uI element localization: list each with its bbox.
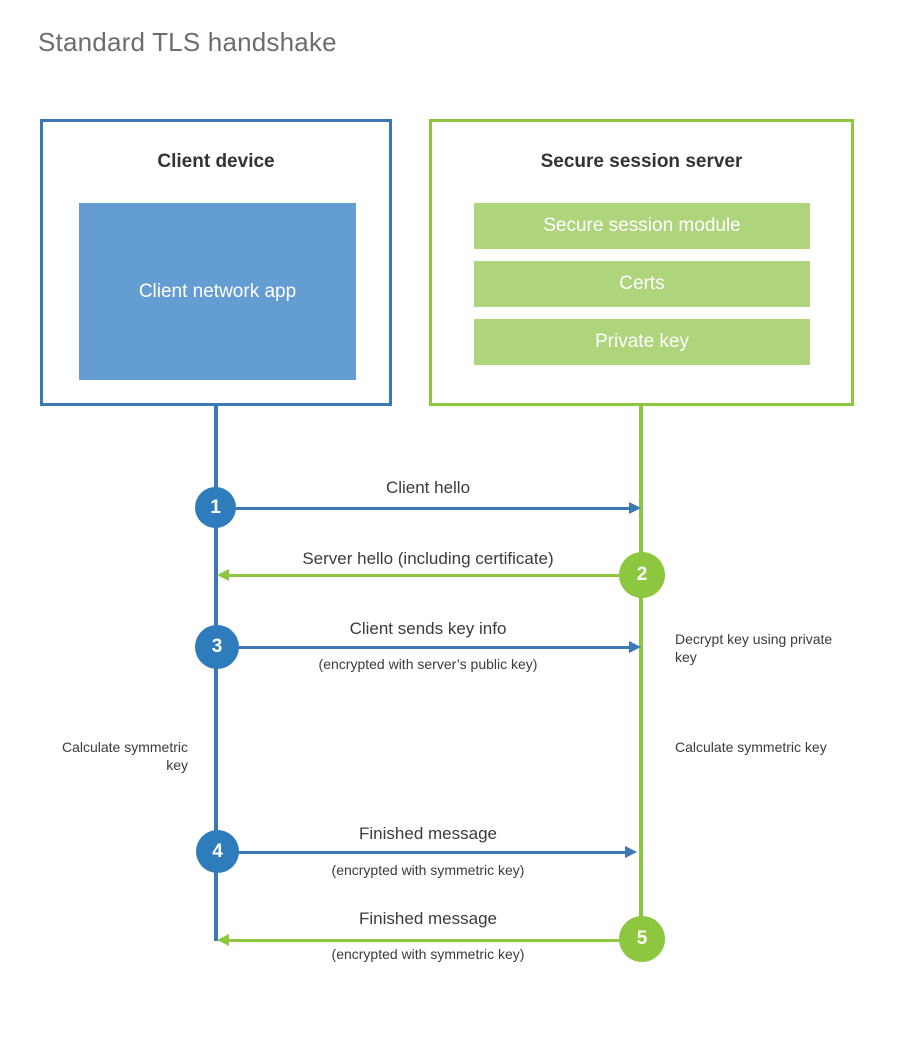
step-marker-5[interactable]: 5 — [619, 916, 665, 962]
client-network-app-box: Client network app — [79, 203, 356, 380]
server-lifeline — [639, 406, 643, 939]
arrow-label-step-2: Server hello (including certificate) — [302, 549, 554, 568]
secure-session-server-title: Secure session server — [540, 151, 743, 172]
note-decrypt-key: Decrypt key using private key — [675, 631, 833, 665]
arrowhead-left-icon — [217, 934, 229, 946]
arrowhead-right-icon — [625, 846, 637, 858]
arrow-label-step-1: Client hello — [385, 478, 471, 497]
arrow-sublabel-step-5: (encrypted with symmetric key) — [331, 946, 525, 962]
step-marker-3[interactable]: 3 — [195, 625, 239, 669]
arrowhead-right-icon — [629, 641, 641, 653]
note-calculate-symmetric-key-server: Calculate symmetric key — [675, 739, 827, 755]
page-title: Standard TLS handshake — [38, 27, 337, 57]
arrow-step-4 — [216, 846, 637, 858]
arrowhead-right-icon — [629, 502, 641, 514]
step-marker-2[interactable]: 2 — [619, 552, 665, 598]
server-component-secure-session-module: Secure session module — [474, 203, 810, 249]
arrow-sublabel-step-4: (encrypted with symmetric key) — [331, 862, 525, 878]
server-component-certs: Certs — [474, 261, 810, 307]
arrow-sublabel-step-3: (encrypted with server’s public key) — [318, 656, 538, 672]
arrowhead-left-icon — [217, 569, 229, 581]
arrow-step-2 — [217, 569, 641, 581]
secure-session-server-panel: Secure session server Secure session mod… — [429, 119, 854, 406]
arrow-label-step-5: Finished message — [359, 909, 497, 928]
arrow-step-5 — [217, 934, 641, 946]
arrow-label-step-4: Finished message — [359, 824, 497, 843]
arrow-step-1 — [216, 502, 641, 514]
arrow-step-3 — [216, 641, 641, 653]
client-lifeline — [214, 406, 218, 941]
step-marker-4[interactable]: 4 — [196, 830, 239, 873]
client-device-title: Client device — [157, 151, 275, 172]
step-marker-1[interactable]: 1 — [195, 487, 236, 528]
client-device-panel: Client device Client network app — [40, 119, 392, 406]
arrow-label-step-3: Client sends key info — [349, 619, 507, 638]
server-component-private-key: Private key — [474, 319, 810, 365]
note-calculate-symmetric-key-client: Calculate symmetric key — [61, 739, 188, 773]
